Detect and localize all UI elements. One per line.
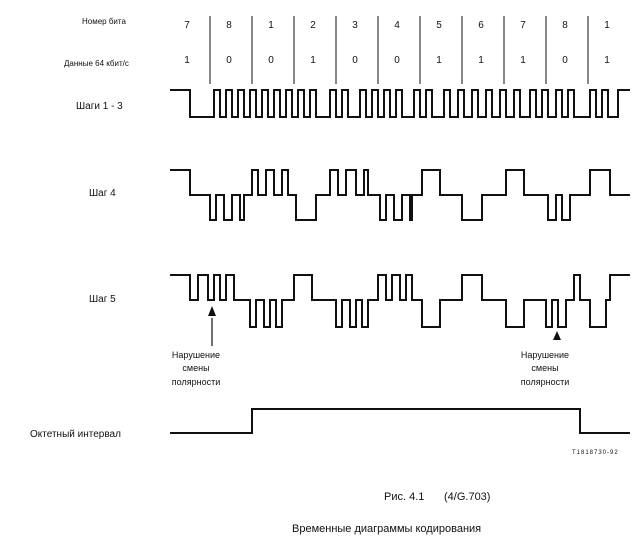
violation-arrow-1 (208, 306, 216, 346)
data-bit: 0 (226, 55, 232, 66)
data-bit: 1 (436, 55, 442, 66)
figure-title: Временные диаграммы кодирования (292, 523, 481, 535)
bit-number-row: 7 8 1 2 3 4 5 6 7 8 1 (184, 20, 610, 31)
label-step-1-3: Шаги 1 - 3 (76, 101, 123, 112)
bit-number: 8 (226, 20, 232, 31)
svg-text:смены: смены (182, 363, 209, 373)
bit-number: 2 (310, 20, 316, 31)
waveform-step-5 (170, 274, 630, 328)
label-octet-interval: Октетный интервал (30, 429, 121, 440)
svg-text:Нарушение: Нарушение (521, 350, 569, 360)
waveform-step-4 (170, 169, 630, 221)
figure-source: (4/G.703) (444, 491, 490, 503)
label-data-rate: Данные 64 кбит/с (64, 59, 129, 68)
bit-number: 6 (478, 20, 484, 31)
data-bit: 1 (604, 55, 610, 66)
svg-text:полярности: полярности (521, 377, 569, 387)
data-bit: 1 (478, 55, 484, 66)
waveform-octet-interval (170, 408, 630, 434)
label-bit-number: Номер бита (82, 17, 126, 26)
figure-number: Рис. 4.1 (384, 491, 424, 503)
bit-number: 5 (436, 20, 442, 31)
label-step-5: Шаг 5 (89, 294, 116, 305)
bit-number: 3 (352, 20, 358, 31)
reference-code: T1818730-92 (572, 450, 619, 456)
waveform-step-1-3 (170, 89, 630, 118)
violation-note-2: Нарушение смены полярности (521, 350, 569, 387)
svg-text:полярности: полярности (172, 377, 220, 387)
bit-number: 7 (520, 20, 526, 31)
data-bit: 1 (310, 55, 316, 66)
svg-text:Нарушение: Нарушение (172, 350, 220, 360)
data-bit: 0 (562, 55, 568, 66)
data-bit: 0 (394, 55, 400, 66)
violation-arrow-2 (553, 331, 561, 340)
data-bit: 1 (520, 55, 526, 66)
bit-number: 1 (604, 20, 610, 31)
bit-number: 4 (394, 20, 400, 31)
svg-text:смены: смены (531, 363, 558, 373)
bit-separators (209, 16, 589, 84)
label-step-4: Шаг 4 (89, 188, 116, 199)
data-bit: 0 (352, 55, 358, 66)
bit-number: 1 (268, 20, 274, 31)
violation-note-1: Нарушение смены полярности (172, 350, 220, 387)
data-bit: 0 (268, 55, 274, 66)
bit-number: 7 (184, 20, 190, 31)
bit-number: 8 (562, 20, 568, 31)
data-bit-row: 1 0 0 1 0 0 1 1 1 0 1 (184, 55, 610, 66)
data-bit: 1 (184, 55, 190, 66)
